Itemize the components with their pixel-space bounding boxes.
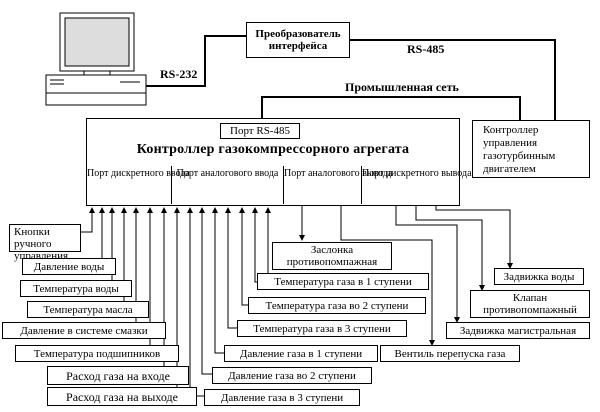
- port-label: Порт дискретного вывода: [362, 168, 472, 179]
- input-gas-flow-in: Расход газа на входе: [47, 366, 189, 385]
- rs485-label: RS-485: [407, 42, 445, 56]
- turbine-controller: Контроллер управления газотурбинным двиг…: [472, 120, 590, 178]
- input-gas-temperature-3: Температура газа в 3 ступени: [237, 320, 407, 337]
- input-lube-pressure: Давление в системе смазки: [2, 322, 166, 339]
- input-gas-pressure-2: Давление газа во 2 ступени: [212, 367, 372, 384]
- turbine-controller-label: Контроллер управления газотурбинным двиг…: [483, 124, 556, 175]
- port-analog-output: Порт аналогового вывода: [283, 166, 392, 204]
- output-main-gate-valve: Задвижка магистральная: [446, 322, 590, 339]
- input-bearing-temperature: Температура подшипников: [15, 345, 179, 362]
- input-gas-temperature-1: Температура газа в 1 ступени: [257, 273, 429, 290]
- computer-icon: [45, 12, 147, 106]
- port-label: Порт аналогового ввода: [176, 168, 279, 179]
- interface-converter-label: Преобразователь интерфейса: [255, 28, 341, 52]
- input-gas-pressure-1: Давление газа в 1 ступени: [224, 345, 378, 362]
- interface-converter: Преобразователь интерфейса: [246, 22, 350, 58]
- input-water-temperature: Температура воды: [20, 280, 132, 297]
- port-analog-input: Порт аналогового ввода: [171, 166, 283, 204]
- port-label: Порт аналогового вывода: [284, 168, 393, 179]
- output-water-gate-valve: Задвижка воды: [494, 268, 584, 285]
- input-oil-temperature: Температура масла: [27, 301, 149, 318]
- input-manual-buttons: Кнопки ручного управления: [9, 224, 81, 262]
- input-gas-pressure-3: Давление газа в 3 ступени: [204, 389, 360, 406]
- input-water-pressure: Давление воды: [22, 258, 116, 275]
- port-discrete-input: Порт дискретного ввода: [87, 166, 190, 204]
- controller-title: Контроллер газокомпрессорного агрегата: [136, 142, 410, 157]
- industrial-network-label: Промышленная сеть: [345, 80, 459, 94]
- output-antisurge-damper: Заслонка противопомпажная: [272, 242, 392, 270]
- output-gas-bypass-valve: Вентиль перепуска газа: [380, 345, 520, 362]
- input-gas-temperature-2: Температура газа во 2 ступени: [248, 297, 426, 314]
- input-gas-flow-out: Расход газа на выходе: [47, 387, 197, 406]
- output-antisurge-valve: Клапан противопомпажный: [470, 290, 590, 318]
- gas-compressor-controller: Порт RS-485 Контроллер газокомпрессорног…: [86, 118, 472, 206]
- port-discrete-output: Порт дискретного вывода: [361, 166, 472, 204]
- rs485-port: Порт RS-485: [220, 123, 300, 139]
- port-label: Порт дискретного ввода: [87, 168, 190, 179]
- rs232-label: RS-232: [160, 67, 198, 81]
